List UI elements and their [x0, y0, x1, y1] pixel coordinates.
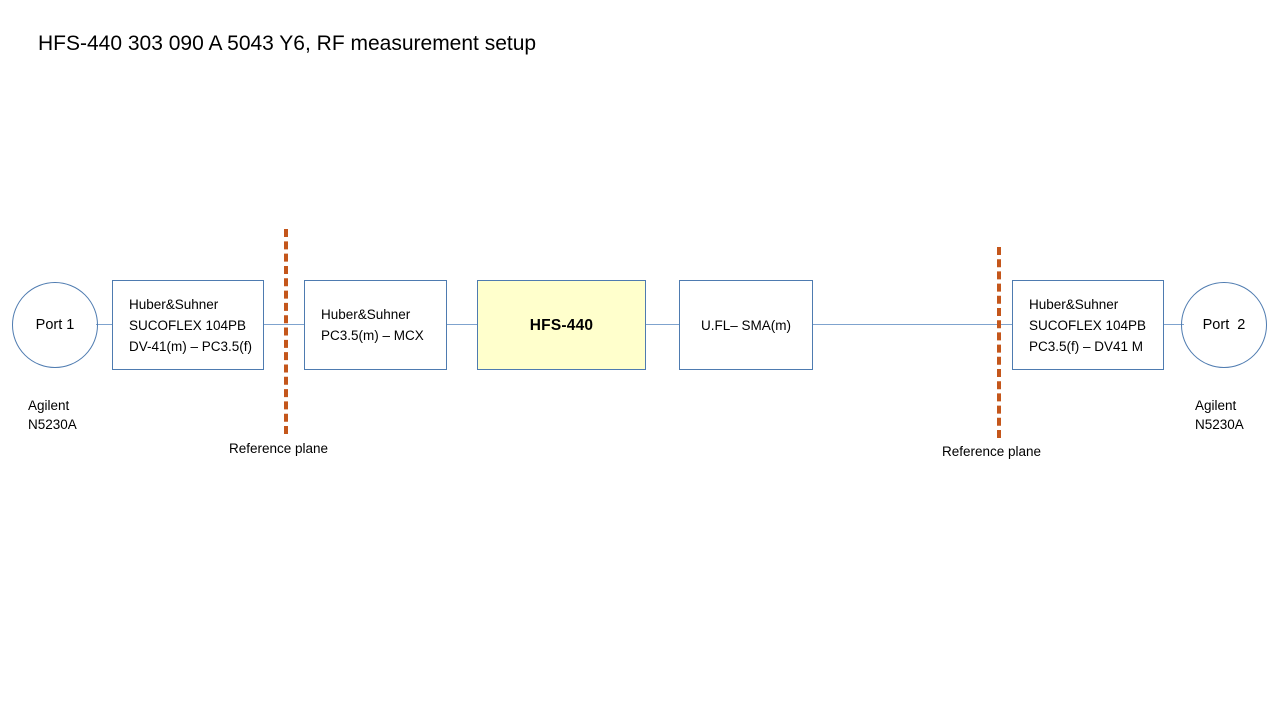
port-1-caption: Agilent N5230A [28, 396, 77, 434]
wire-dut-to-adapter-right [645, 324, 680, 325]
cable-left-line-3: DV-41(m) – PC3.5(f) [129, 338, 253, 354]
reference-plane-line-right [997, 247, 1001, 438]
cable-right-line-2: SUCOFLEX 104PB [1029, 317, 1147, 333]
cable-left-line-1: Huber&Suhner [129, 296, 219, 312]
port-1-caption-line-1: Agilent [28, 398, 70, 413]
port-1-circle[interactable]: Port 1 [12, 282, 98, 368]
port-2-label: Port 2 [1202, 317, 1246, 333]
cable-right-line-1: Huber&Suhner [1029, 296, 1119, 312]
port-2-caption-line-2: N5230A [1195, 417, 1244, 432]
port-1-label: Port 1 [35, 317, 75, 333]
cable-right-line-3: PC3.5(f) – DV41 M [1029, 338, 1144, 354]
wire-cable-right-to-port2 [1163, 324, 1184, 325]
cable-left-line-2: SUCOFLEX 104PB [129, 317, 247, 333]
component-box-cable-right[interactable]: Huber&Suhner SUCOFLEX 104PB PC3.5(f) – D… [1012, 280, 1164, 370]
port-2-caption: Agilent N5230A [1195, 396, 1244, 434]
reference-plane-label-right: Reference plane [942, 444, 1042, 459]
component-box-dut-hfs-440[interactable]: HFS-440 [477, 280, 646, 370]
adapter-right-label: U.FL– SMA(m) [700, 317, 791, 333]
dut-label: HFS-440 [529, 316, 594, 334]
adapter-left-line-1: Huber&Suhner [321, 307, 411, 322]
wire-adapter-left-to-dut [446, 324, 479, 325]
wire-adapter-right-to-cable-right [812, 324, 1014, 325]
port-1-caption-line-2: N5230A [28, 417, 77, 432]
adapter-left-line-2: PC3.5(m) – MCX [321, 328, 424, 343]
port-2-circle[interactable]: Port 2 [1181, 282, 1267, 368]
port-2-caption-line-1: Agilent [1195, 398, 1237, 413]
reference-plane-line-left [284, 229, 288, 434]
reference-plane-label-left: Reference plane [229, 441, 329, 456]
page-title: HFS-440 303 090 A 5043 Y6, RF measuremen… [38, 32, 537, 55]
component-box-cable-left[interactable]: Huber&Suhner SUCOFLEX 104PB DV-41(m) – P… [112, 280, 264, 370]
component-box-adapter-left[interactable]: Huber&Suhner PC3.5(m) – MCX [304, 280, 447, 370]
wire-port1-to-cable-left [96, 324, 116, 325]
component-box-adapter-right[interactable]: U.FL– SMA(m) [679, 280, 813, 370]
